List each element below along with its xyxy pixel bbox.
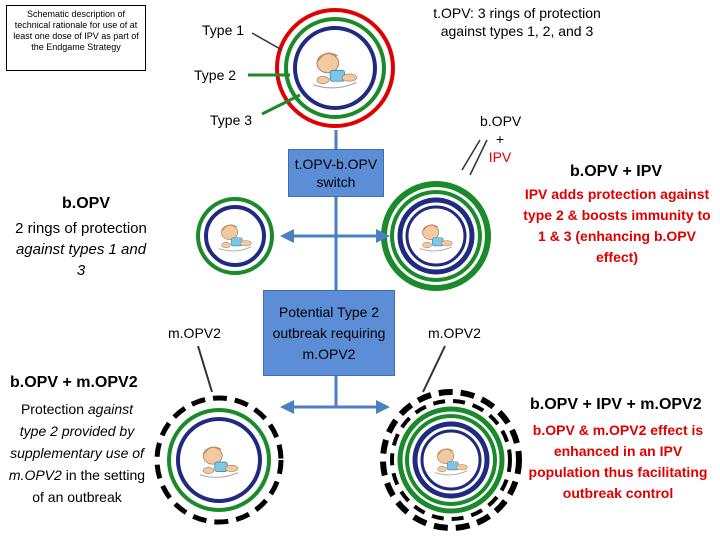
outbreak-arrow (280, 400, 390, 414)
bopv-title: b.OPV (62, 195, 111, 212)
type1-leader (251, 32, 283, 51)
type2-label: Type 2 (194, 67, 237, 83)
bopv-desc-a: 2 rings of protection (15, 220, 147, 237)
switch-box: t.OPV-b.OPV switch (288, 149, 384, 197)
bopv-mopv2-title: b.OPV + m.OPV2 (10, 374, 138, 391)
bopv-ipv-mopv2-desc: b.OPV & m.OPV2 effect is enhanced in an … (528, 422, 708, 501)
baby-icon (195, 436, 243, 484)
ipv-leader-2 (469, 139, 488, 176)
topv-rings (275, 8, 395, 128)
bopv-ipv-mopv2-title: b.OPV + IPV + m.OPV2 (530, 396, 702, 413)
bopv-ipv-title: b.OPV + IPV (570, 163, 663, 180)
bopv-ipv-label-line3: IPV (488, 149, 512, 165)
mopv2-leader-left (197, 345, 213, 393)
ipv-leader-1 (461, 139, 481, 171)
baby-icon (415, 215, 457, 257)
bopv-ipv-label: b.OPV + IPV (480, 112, 522, 166)
mopv2-label-right: m.OPV2 (428, 325, 481, 341)
bopv-rings (196, 197, 274, 275)
outbreak-box: Potential Type 2 outbreak requiring m.OP… (263, 290, 395, 376)
bopv-ipv-label-line1: b.OPV (480, 113, 522, 129)
bopv-desc-b: against types 1 and 3 (15, 241, 147, 279)
type1-label: Type 1 (202, 22, 245, 38)
baby-icon (214, 215, 256, 257)
bopv-ipv-desc: IPV adds protection against type 2 & boo… (523, 186, 711, 265)
bopv-mopv2-rings (154, 395, 284, 525)
type3-label: Type 3 (210, 112, 253, 128)
bopv-desc: 2 rings of protection against types 1 an… (10, 218, 152, 281)
bopv-mopv2-desc: Protection against type 2 provided by su… (6, 398, 148, 508)
baby-icon (430, 439, 472, 481)
baby-icon (307, 40, 363, 96)
topv-heading: t.OPV: 3 rings of protection against typ… (433, 5, 601, 39)
bopv-ipv-rings (381, 181, 491, 291)
mopv2-leader-right (422, 345, 446, 393)
bopv-mopv2-desc-3: in the setting of an outbreak (32, 467, 146, 505)
mopv2-label-left: m.OPV2 (168, 325, 221, 341)
type3-leader (261, 93, 301, 116)
bopv-mopv2-desc-2: against type 2 provided by supplementary… (8, 401, 144, 483)
bopv-ipv-mopv2-rings (380, 389, 522, 531)
bopv-mopv2-desc-1: Protection (20, 401, 88, 417)
switch-arrow (280, 229, 390, 243)
schematic-note: Schematic description of technical ratio… (6, 5, 146, 71)
bopv-ipv-label-line2: + (495, 131, 505, 147)
